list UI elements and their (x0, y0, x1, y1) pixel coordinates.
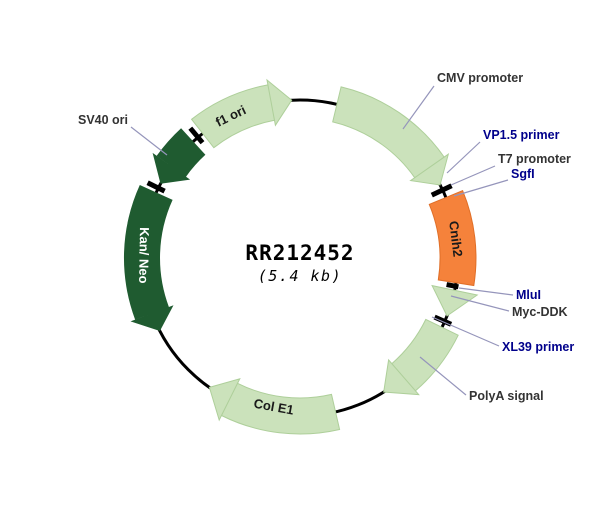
sv40-ori-label-leader (130, 126, 168, 156)
cnih2-orf-segment (428, 189, 477, 287)
mlui-site-tick (446, 282, 459, 290)
plasmid-center-text: RR212452 (5.4 kb) (245, 241, 354, 285)
t7-promoter-label: T7 promoter (498, 152, 571, 166)
cnih2-orf-band-label: Cnih2 (446, 220, 465, 258)
sv40-f1-junction-tick (188, 126, 205, 145)
sv40-ori-segment (152, 128, 206, 184)
t7-promoter-label-leader (450, 165, 496, 186)
mlui-label: MluI (516, 288, 541, 302)
kan-sv40-junction-tick (146, 180, 166, 194)
sgfi-site-tick (430, 183, 453, 198)
col-e1-band-label: Col E1 (253, 396, 295, 418)
col-e1-segment (208, 378, 341, 435)
myc-ddk-label: Myc-DDK (512, 305, 568, 319)
f1-ori-segment (190, 78, 293, 149)
myc-ddk-tag-segment (431, 284, 479, 317)
xl39-primer-label-leader (431, 316, 500, 347)
myc-polya-junction-tick (433, 314, 453, 327)
cmv-promoter-label-leader (402, 85, 435, 130)
kan-neo-band-label: Kan/ Neo (136, 227, 152, 284)
restriction-site-ticks (146, 126, 459, 327)
plasmid-size: (5.4 kb) (258, 267, 342, 285)
xl39-primer-label: XL39 primer (502, 340, 574, 354)
polya-signal-segment (383, 318, 459, 396)
plasmid-name: RR212452 (245, 241, 354, 265)
polya-signal-label: PolyA signal (469, 389, 544, 403)
sgfi-label-leader (453, 179, 509, 197)
kan-neo-segment (123, 185, 174, 331)
vp15-primer-label-leader (446, 141, 481, 174)
cmv-promoter-label: CMV promoter (437, 71, 523, 85)
mlui-label-leader (458, 287, 514, 296)
polya-signal-label-leader (419, 356, 467, 396)
cmv-promoter-segment (332, 86, 450, 186)
label-leader-lines (130, 85, 514, 396)
sgfi-label: SgfI (511, 167, 535, 181)
sv40-ori-label: SV40 ori (78, 113, 128, 127)
vp15-primer-label: VP1.5 primer (483, 128, 560, 142)
myc-ddk-label-leader (450, 295, 510, 312)
